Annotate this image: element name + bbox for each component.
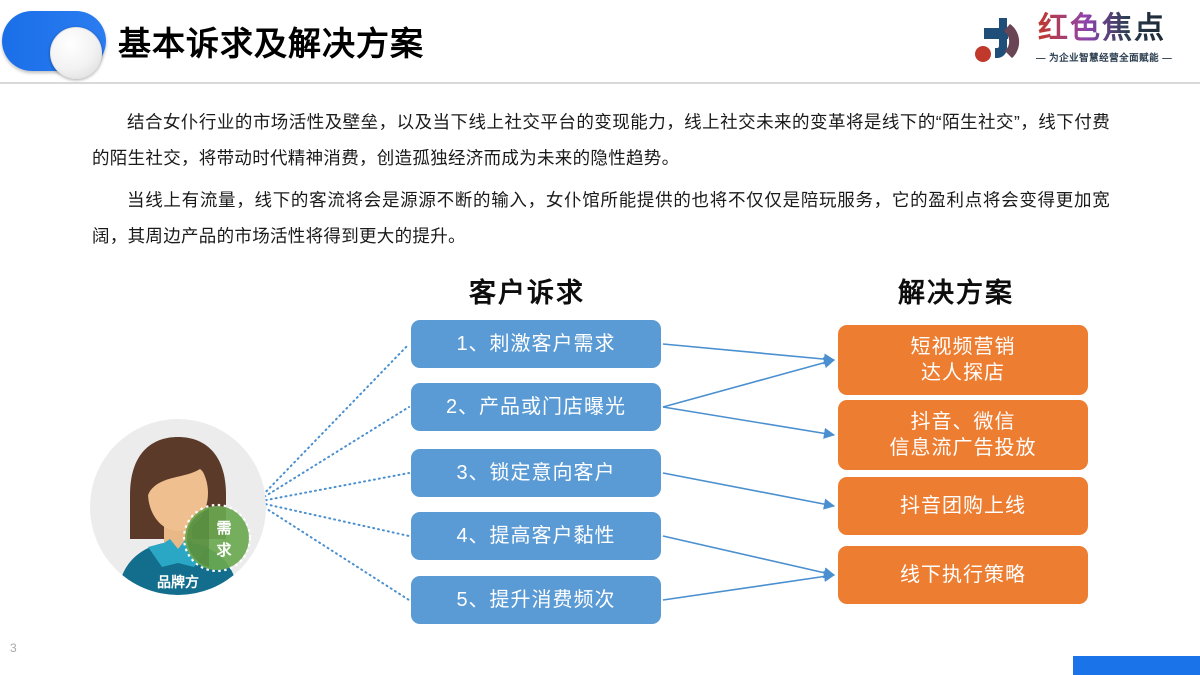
flow-diagram: 品牌方 需 求 1、刺激客户需求 2、产品或门店曝光 3、锁定意向客户 4、提高… xyxy=(0,255,1200,645)
solution-label-1-line1: 短视频营销 xyxy=(910,336,1016,358)
demand-label-3: 3、锁定意向客户 xyxy=(456,462,616,484)
solution-label-3: 抖音团购上线 xyxy=(900,495,1026,517)
left-column-heading: 客户诉求 xyxy=(469,278,585,308)
svg-text:需: 需 xyxy=(216,519,231,537)
demand-label-1: 1、刺激客户需求 xyxy=(456,333,616,355)
svg-text:求: 求 xyxy=(216,541,232,559)
solution-label-1-line2: 达人探店 xyxy=(921,362,1005,384)
paragraph-2: 当线上有流量，线下的客流将会是源源不断的输入，女仆馆所能提供的也将不仅仅是陪玩服… xyxy=(92,190,1110,246)
toggle-knob-icon xyxy=(50,27,102,79)
person-avatar-icon: 品牌方 需 求 xyxy=(88,417,268,597)
demand-node-2[interactable]: 2、产品或门店曝光 xyxy=(411,383,661,431)
slide-header: 基本诉求及解决方案 红色焦点 — 为企业智慧经营全面赋能 — xyxy=(0,0,1200,84)
demand-node-4[interactable]: 4、提高客户黏性 xyxy=(411,512,661,560)
solution-node-2[interactable]: 抖音、微信 信息流广告投放 xyxy=(838,400,1088,470)
demand-label-4: 4、提高客户黏性 xyxy=(456,525,616,547)
solution-node-4[interactable]: 线下执行策略 xyxy=(838,546,1088,604)
page-number: 3 xyxy=(10,641,17,655)
svg-text:品牌方: 品牌方 xyxy=(157,574,199,590)
solution-node-3[interactable]: 抖音团购上线 xyxy=(838,477,1088,535)
demand-label-5: 5、提升消费频次 xyxy=(456,589,616,611)
connector-layer xyxy=(253,343,836,601)
body-text: 结合女仆行业的市场活性及壁垒，以及当下线上社交平台的变现能力，线上社交未来的变革… xyxy=(92,104,1110,260)
solution-label-2-line2: 信息流广告投放 xyxy=(889,437,1037,459)
brand-name: 红色焦点 xyxy=(1038,12,1166,45)
solution-node-1[interactable]: 短视频营销 达人探店 xyxy=(838,325,1088,395)
demand-node-1[interactable]: 1、刺激客户需求 xyxy=(411,320,661,368)
page-title: 基本诉求及解决方案 xyxy=(118,25,424,62)
demand-label-2: 2、产品或门店曝光 xyxy=(445,396,627,418)
paragraph-1: 结合女仆行业的市场活性及壁垒，以及当下线上社交平台的变现能力，线上社交未来的变革… xyxy=(92,112,1110,168)
right-column-heading: 解决方案 xyxy=(898,278,1014,308)
toggle-switch-icon xyxy=(2,11,106,79)
demand-node-5[interactable]: 5、提升消费频次 xyxy=(411,576,661,624)
header-divider xyxy=(0,82,1200,84)
brand-monogram-icon xyxy=(974,14,1034,66)
solution-label-4: 线下执行策略 xyxy=(900,564,1026,586)
brand-tagline: — 为企业智慧经营全面赋能 — xyxy=(1036,53,1173,64)
brand-logo: 红色焦点 — 为企业智慧经营全面赋能 — xyxy=(974,10,1186,72)
solution-label-2-line1: 抖音、微信 xyxy=(910,411,1016,433)
demand-node-3[interactable]: 3、锁定意向客户 xyxy=(411,449,661,497)
footer-accent-bar xyxy=(1073,656,1200,675)
